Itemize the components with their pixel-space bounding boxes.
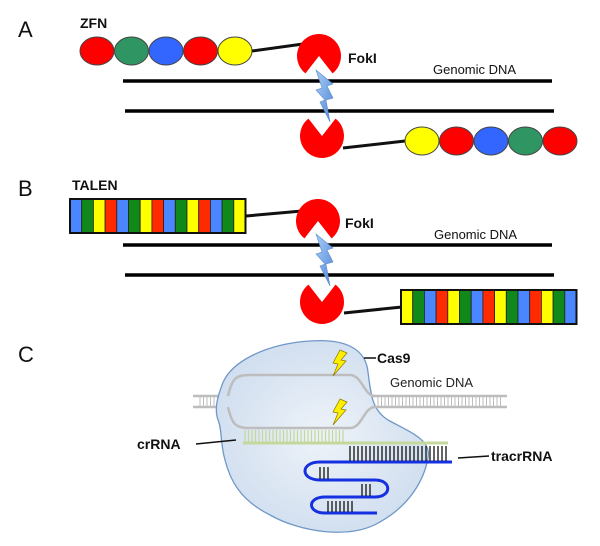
tal-repeat-blue: [423, 289, 437, 325]
zinc-finger-yellow: [404, 126, 440, 156]
tal-repeat-yellow: [447, 289, 460, 325]
zinc-finger-blue: [148, 36, 184, 66]
tal-repeat-green: [81, 198, 94, 234]
tal-repeat-yellow: [186, 198, 200, 234]
genomic-dna-c-label: Genomic DNA: [390, 375, 473, 390]
zinc-finger-green: [114, 36, 149, 66]
tal-repeat-blue: [517, 289, 531, 325]
tal-repeat-blue: [564, 289, 577, 325]
tal-repeat-green: [128, 198, 141, 234]
foki-top-a: [297, 34, 341, 74]
genomic-dna-bubble: [226, 373, 376, 430]
tal-repeat-red: [435, 289, 449, 325]
talen-top-linker: [245, 209, 303, 218]
tal-repeat-blue: [209, 198, 223, 234]
tal-repeat-red: [529, 289, 542, 325]
zfn-bottom-linker: [342, 139, 406, 150]
tal-repeat-yellow: [494, 289, 507, 325]
cleavage-bolt-b-icon: [315, 233, 334, 287]
tal-repeat-blue: [116, 198, 129, 234]
genomic-dna-right-stub: [372, 394, 507, 409]
foki-bottom-a: [300, 118, 344, 158]
tal-repeat-yellow: [139, 198, 153, 234]
tal-repeat-yellow: [93, 198, 106, 234]
tal-repeat-green: [412, 289, 425, 325]
tal-repeat-green: [505, 289, 519, 325]
talen-label: TALEN: [72, 177, 118, 193]
tal-repeat-green: [459, 289, 472, 325]
zinc-finger-blue: [473, 126, 509, 156]
talen-top-repeats: [69, 198, 247, 234]
zinc-finger-green: [508, 126, 543, 156]
foki-bottom-b: [300, 284, 344, 325]
tal-repeat-red: [104, 198, 118, 234]
talen-outline: [400, 289, 578, 325]
zinc-finger-red: [79, 36, 115, 66]
cas9-label: Cas9: [377, 350, 411, 366]
tal-repeat-green: [174, 198, 188, 234]
tal-repeat-green: [221, 198, 235, 234]
tal-repeat-blue: [163, 198, 176, 234]
genomic-dna-a-label: Genomic DNA: [433, 62, 516, 77]
foki-b-label: FokI: [345, 215, 374, 231]
tal-repeat-blue: [470, 289, 484, 325]
tal-repeat-yellow: [233, 198, 246, 234]
panel-a-label: A: [18, 17, 33, 42]
tal-repeat-yellow: [400, 289, 414, 325]
zinc-finger-red: [439, 126, 474, 156]
tal-repeat-blue: [69, 198, 83, 234]
crrna-leader: [195, 439, 237, 445]
foki-a-label: FokI: [348, 50, 377, 66]
talen-bottom-repeats: [400, 289, 578, 325]
zfn-bottom-fingers: [404, 126, 578, 156]
zfn-label: ZFN: [80, 15, 107, 31]
tracrrna-label: tracrRNA: [491, 448, 552, 464]
zinc-finger-red: [183, 36, 218, 66]
foki-top-b: [296, 199, 341, 239]
zinc-finger-red: [542, 126, 578, 156]
panel-a: A ZFN FokI Genomic DNA: [18, 15, 578, 158]
tracrrna-strand: [303, 446, 452, 515]
tal-repeat-green: [552, 289, 566, 325]
tal-repeat-red: [151, 198, 164, 234]
panel-c: C: [18, 339, 552, 533]
tal-repeat-red: [482, 289, 495, 325]
zfn-top-fingers: [79, 36, 253, 66]
talen-outline: [69, 198, 247, 234]
zfn-top-linker: [251, 42, 304, 53]
crrna-label: crRNA: [137, 436, 181, 452]
tal-repeat-yellow: [541, 289, 554, 325]
panel-c-label: C: [18, 342, 34, 367]
tracrrna-leader: [457, 455, 490, 459]
panel-b: B TALEN FokI Genomic DNA: [18, 176, 578, 325]
talen-bottom-linker: [343, 305, 403, 315]
genomic-dna-b-label: Genomic DNA: [434, 227, 517, 242]
panel-b-label: B: [18, 176, 33, 201]
cleavage-bolt-a-icon: [315, 69, 334, 123]
zinc-finger-yellow: [217, 36, 253, 66]
cut-bolt-bottom-icon: [332, 398, 348, 426]
cut-bolt-top-icon: [332, 349, 348, 377]
crrna-strand: [243, 430, 448, 445]
tal-repeat-red: [198, 198, 211, 234]
